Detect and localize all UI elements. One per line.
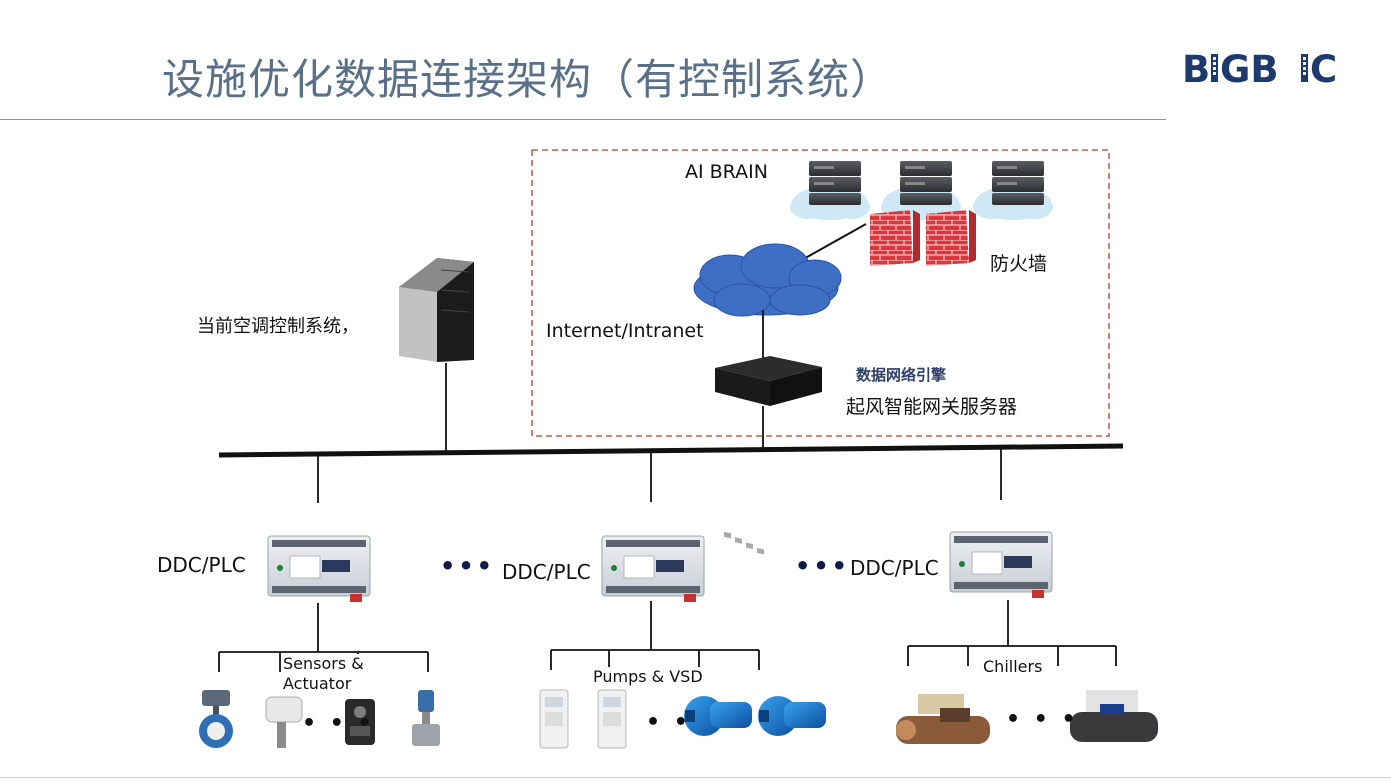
cloud-zone-border <box>531 149 1110 437</box>
ddc-label-2: DDC/PLC <box>502 560 591 584</box>
ddc-controller-icon-3 <box>949 531 1053 598</box>
controller-ellipsis-2: ••• <box>795 552 851 580</box>
title-divider <box>0 119 1166 120</box>
data-engine-label: 数据网络引擎 <box>856 366 947 384</box>
branch-3 <box>907 600 1117 666</box>
hvac-system-label: 当前空调控制系统， <box>197 316 359 337</box>
firewall-icon-1 <box>870 210 920 266</box>
butterfly-valve-icon <box>199 690 233 748</box>
ddc-controller-icon-2 <box>601 535 705 602</box>
svg-text:GB: GB <box>1220 48 1279 88</box>
ddc-label-3: DDC/PLC <box>850 556 939 580</box>
pumps-vsd-label: Pumps & VSD <box>591 667 705 687</box>
ai-server-2 <box>881 161 961 220</box>
vsd-drive-icon-1 <box>539 689 569 749</box>
footer-divider <box>0 777 1391 778</box>
hvac-control-tower-icon <box>399 258 474 362</box>
svg-text:C: C <box>1310 48 1337 88</box>
firewall-label: 防火墙 <box>990 253 1048 275</box>
gateway-server-icon <box>715 356 822 555</box>
ai-server-3 <box>973 161 1053 220</box>
actuator-icon-white <box>265 696 303 748</box>
main-bus <box>218 443 1124 458</box>
ddc-label-1: DDC/PLC <box>157 553 246 577</box>
flow-meter-icon <box>412 690 440 746</box>
device-ellipsis-2: • • <box>646 710 691 735</box>
device-ellipsis-1: • • • <box>302 711 375 736</box>
firewall-link <box>799 223 867 262</box>
water-pump-icon-1 <box>684 696 752 736</box>
bigbic-logo: B GB C <box>1182 48 1337 88</box>
gateway-label: 起风智能网关服务器 <box>846 396 1018 418</box>
svg-text:B: B <box>1182 48 1211 88</box>
network-label: Internet/Intranet <box>546 320 704 342</box>
internet-cloud-icon <box>693 243 842 317</box>
ai-brain-label: AI BRAIN <box>685 161 768 183</box>
ddc-controller-icon-1 <box>267 535 371 602</box>
device-ellipsis-3: • • • <box>1006 707 1079 732</box>
branch-2 <box>550 601 760 670</box>
water-pump-icon-2 <box>758 696 826 736</box>
vsd-drive-icon-2 <box>597 689 627 749</box>
actuator-icon-dark <box>345 699 375 745</box>
ai-server-1 <box>790 161 870 220</box>
slide-title: 设施优化数据连接架构（有控制系统） <box>162 55 894 104</box>
controller-ellipsis-1: ••• <box>440 552 496 580</box>
firewall-icon-2 <box>926 210 976 266</box>
chiller-icon-2 <box>1070 690 1158 742</box>
chillers-label: Chillers <box>981 657 1045 677</box>
sensors-actuator-label: Sensors &Actuator <box>281 654 366 694</box>
chiller-icon-1 <box>896 694 990 744</box>
